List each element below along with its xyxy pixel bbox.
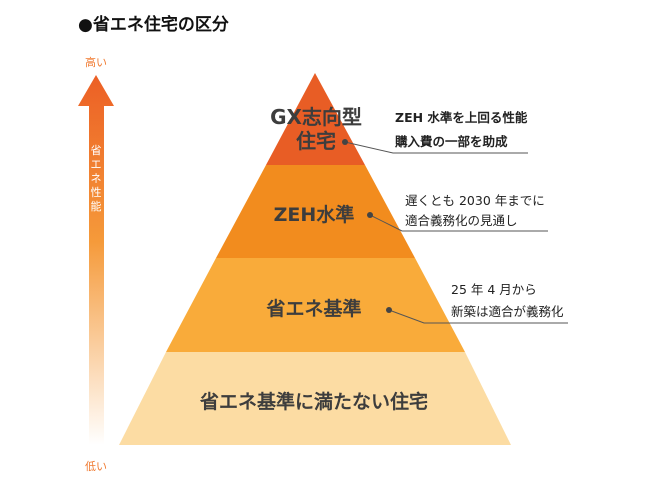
axis-high-label: 高い <box>85 55 107 69</box>
tier-zeh <box>216 165 415 258</box>
arrow-shape <box>78 75 114 445</box>
tier-below-standard <box>119 352 511 445</box>
note-zeh-1: 遅くとも 2030 年までに <box>405 193 545 208</box>
axis-label-char: 性 <box>91 185 102 199</box>
diagram-title: ●省エネ住宅の区分 <box>78 14 229 35</box>
leader-dot-gx <box>342 139 348 145</box>
note-standard-1: 25 年 4 月から <box>451 282 537 297</box>
note-gx-1: ZEH 水準を上回る性能 <box>395 110 528 125</box>
tier-below-label: 省エネ基準に満たない住宅 <box>199 390 428 413</box>
axis-label-char: エ <box>91 158 102 171</box>
axis-label-char: 省 <box>91 144 102 157</box>
leader-line-zeh <box>369 214 548 232</box>
leader-dot-standard <box>386 307 392 313</box>
leader-dot-zeh <box>367 212 373 218</box>
tier-standard-label: 省エネ基準 <box>265 297 361 320</box>
axis-label-char: 能 <box>91 199 102 213</box>
note-standard-2: 新築は適合が義務化 <box>451 304 564 319</box>
leader-line-gx <box>344 141 528 154</box>
tier-standard <box>166 258 465 352</box>
tier-gx-label-1: GX志向型 <box>270 105 362 129</box>
note-zeh-2: 適合義務化の見通し <box>405 213 518 228</box>
tier-gx-label-2: 住宅 <box>296 129 336 153</box>
note-gx-2: 購入費の一部を助成 <box>394 134 508 149</box>
axis-low-label: 低い <box>85 460 107 473</box>
performance-arrow: 高い 低い 省 エ ネ 性 能 <box>78 55 114 473</box>
tier-gx <box>266 73 365 165</box>
axis-label-char: ネ <box>91 172 102 185</box>
tier-zeh-label: ZEH水準 <box>274 203 355 226</box>
leader-line-standard <box>388 309 568 324</box>
